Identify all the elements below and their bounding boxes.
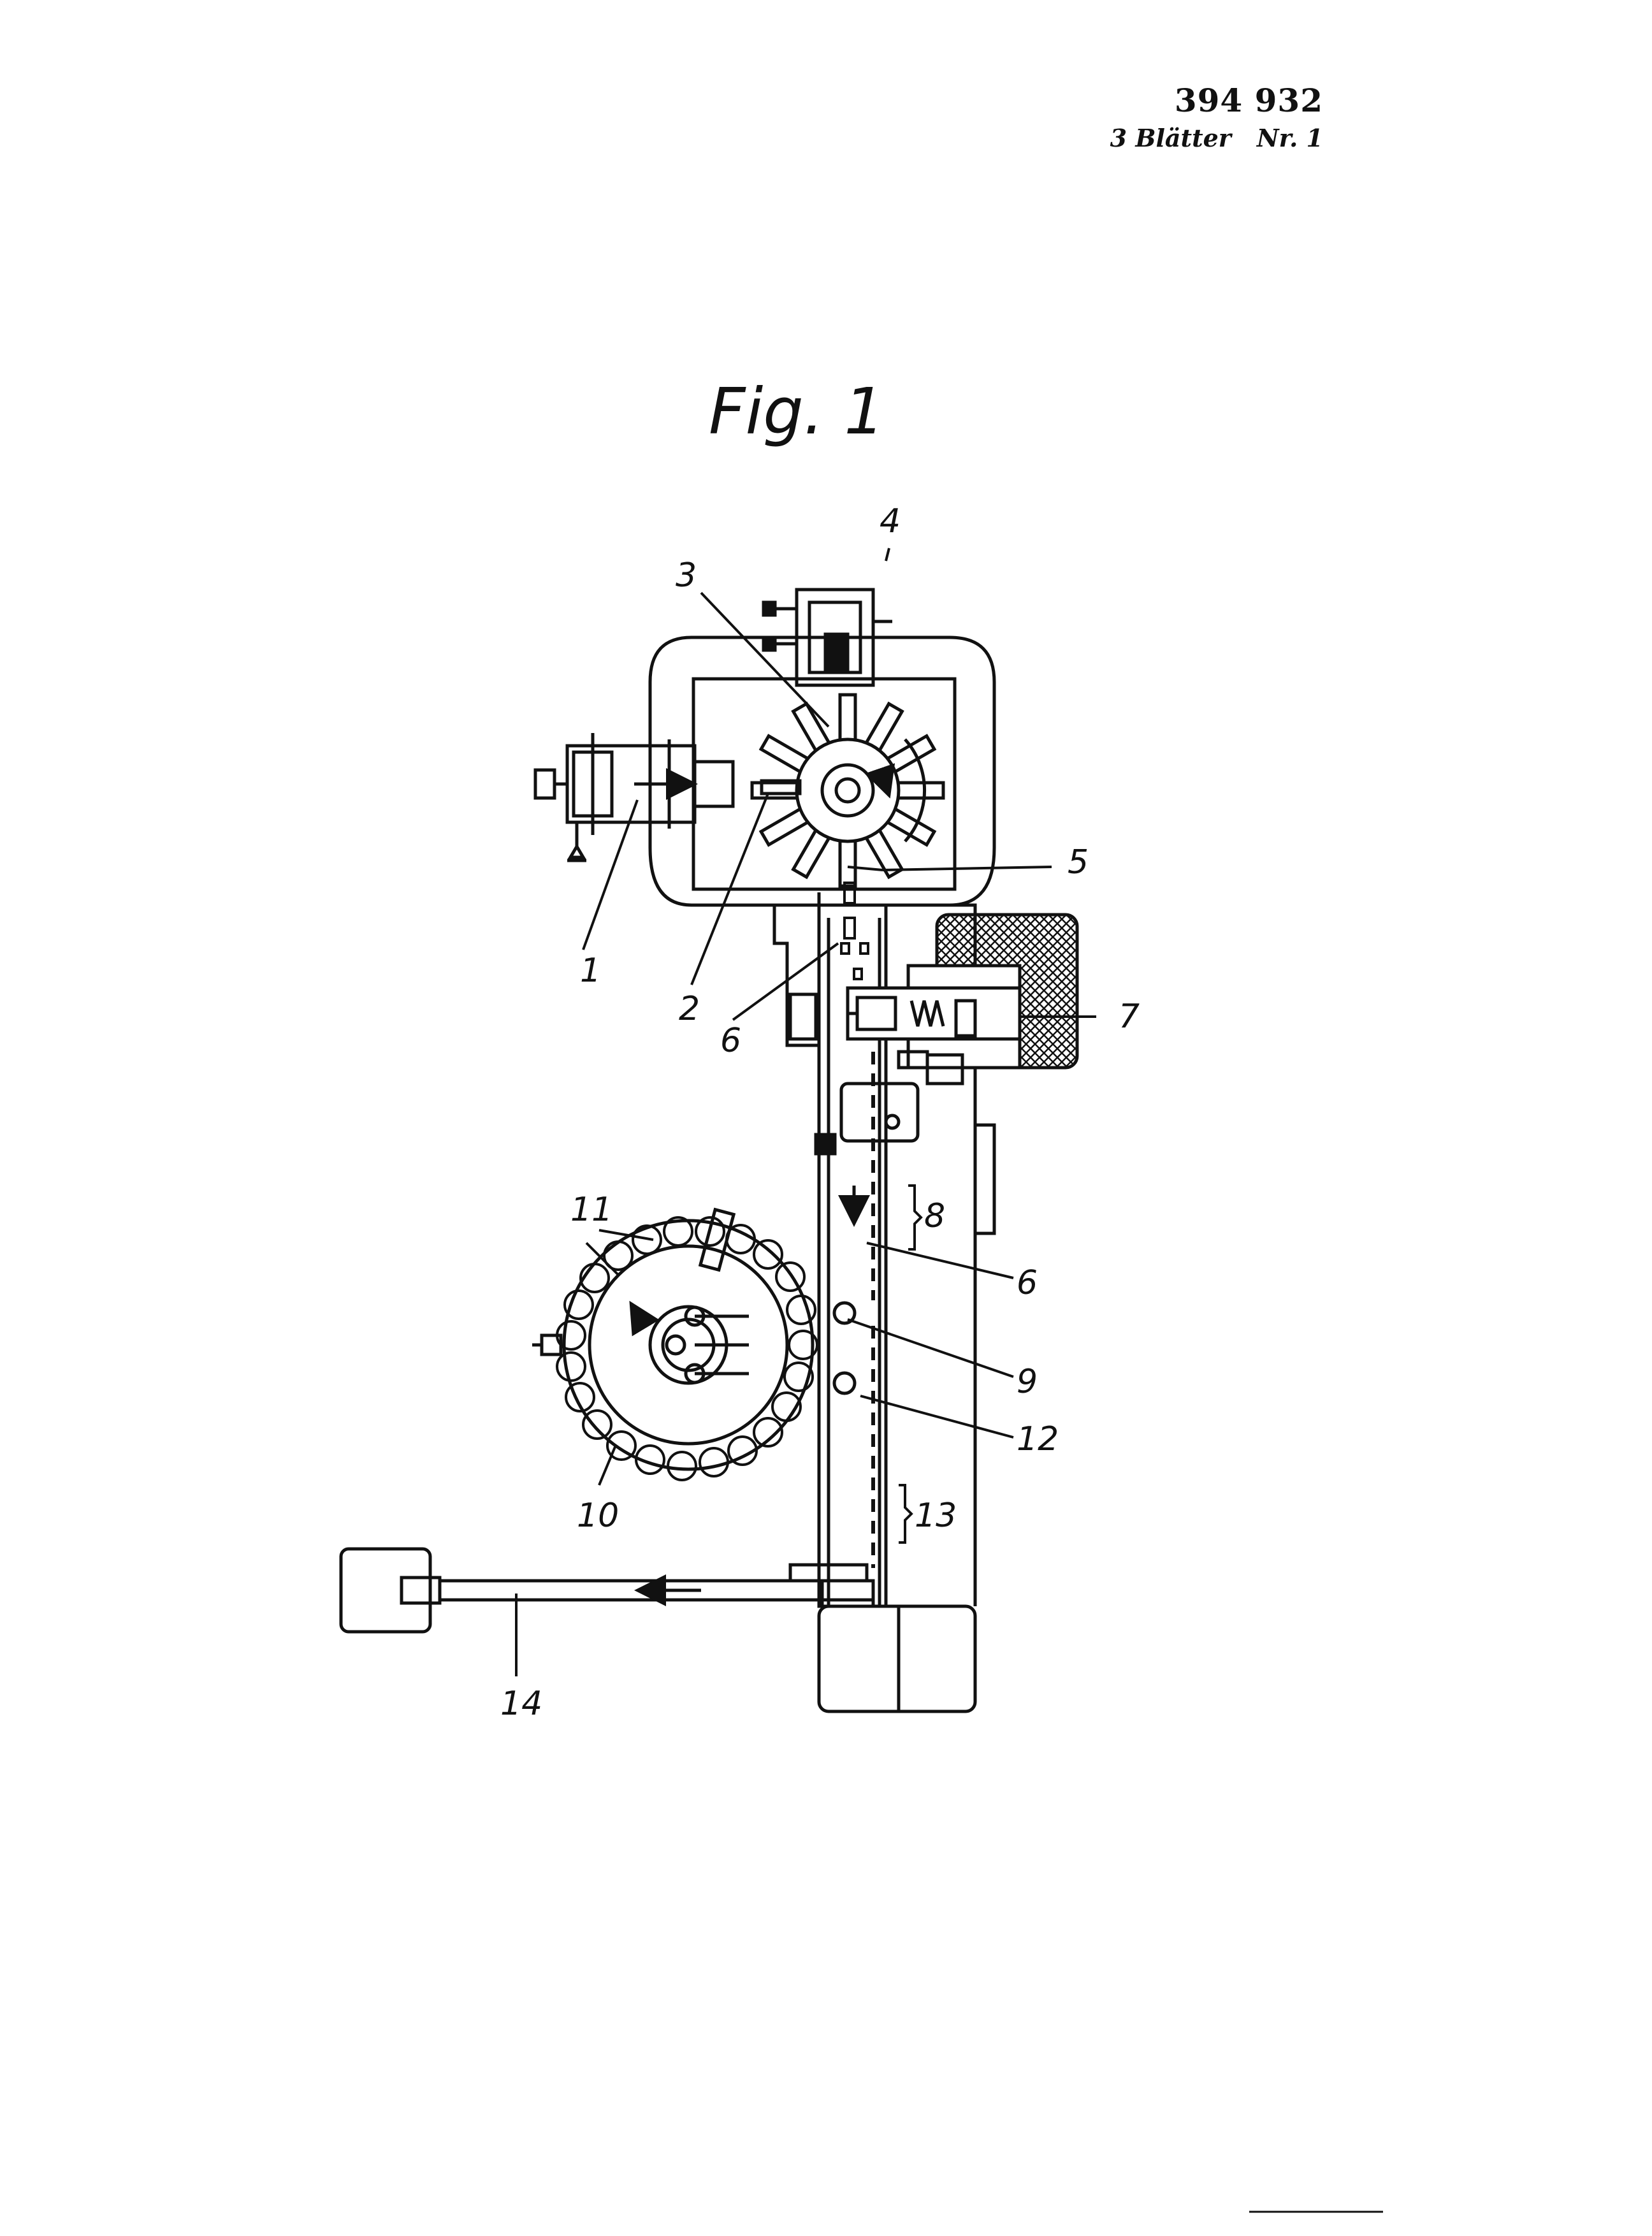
callout-12: 12 xyxy=(1017,1420,1059,1458)
callout-7: 7 xyxy=(1119,998,1140,1036)
guide-block xyxy=(774,905,819,1045)
feed-unit-1 xyxy=(535,733,733,860)
transport-chain xyxy=(841,883,868,979)
callout-6-lower: 6 xyxy=(1017,1264,1038,1302)
callout-1: 1 xyxy=(580,952,601,990)
callout-11: 11 xyxy=(570,1191,612,1229)
callout-5: 5 xyxy=(1068,843,1089,882)
callout-9: 9 xyxy=(1017,1363,1038,1401)
callout-6-upper: 6 xyxy=(720,1022,741,1060)
discharge-conveyor-14 xyxy=(341,1549,873,1632)
callout-3: 3 xyxy=(676,556,697,595)
callout-10: 10 xyxy=(577,1497,619,1535)
figure-title: Fig. 1 xyxy=(709,374,885,449)
callout-4: 4 xyxy=(880,502,901,541)
callout-8: 8 xyxy=(924,1197,945,1235)
motor-unit-7 xyxy=(848,915,1077,1084)
star-wheel-3 xyxy=(752,695,943,886)
callout-14: 14 xyxy=(500,1685,542,1723)
callout-13: 13 xyxy=(915,1497,957,1535)
rotary-magazine-10 xyxy=(532,1210,855,1480)
callout-2: 2 xyxy=(679,990,700,1028)
